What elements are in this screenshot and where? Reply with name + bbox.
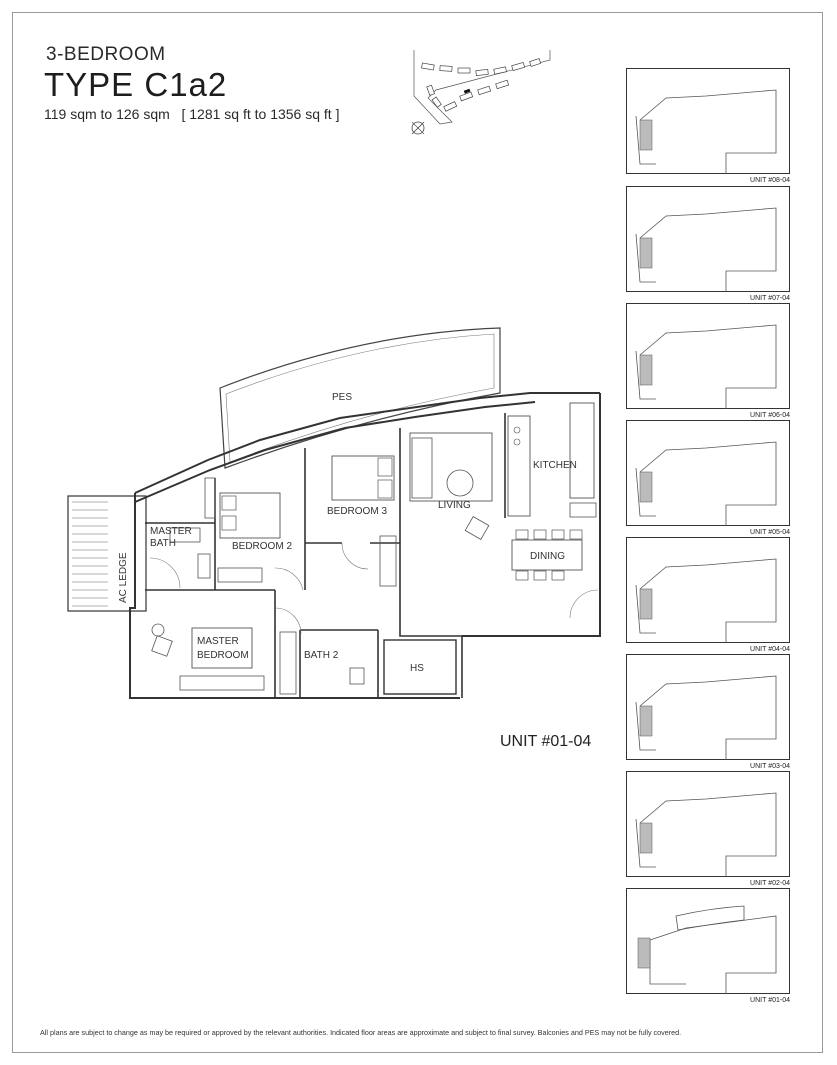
room-label-living: LIVING <box>438 500 471 511</box>
household-shelter <box>383 639 457 695</box>
thumbnail-label: UNIT #04-04 <box>750 646 790 653</box>
thumbnail-label: UNIT #07-04 <box>750 295 790 302</box>
thumbnail-unit-07: UNIT #07-04 <box>626 186 790 302</box>
room-label-master-bedroom-line2: BEDROOM <box>197 650 249 661</box>
unit-area-text: 119 sqm to 126 sqm [ 1281 sq ft to 1356 … <box>44 106 340 122</box>
room-label-dining: DINING <box>530 551 565 562</box>
thumbnail-unit-03: UNIT #03-04 <box>626 654 790 770</box>
room-label-hs: HS <box>410 663 424 674</box>
room-label-master-bath-line1: MASTER <box>150 526 192 537</box>
page-frame <box>12 12 823 1053</box>
thumbnail-label: UNIT #06-04 <box>750 412 790 419</box>
thumbnail-label: UNIT #03-04 <box>750 763 790 770</box>
thumbnail-unit-06: UNIT #06-04 <box>626 303 790 419</box>
ac-ledge-area <box>67 495 147 612</box>
thumbnail-unit-04: UNIT #04-04 <box>626 537 790 653</box>
room-label-kitchen: KITCHEN <box>533 460 577 471</box>
room-label-master-bath-line2: BATH <box>150 538 176 549</box>
bedroom-type-heading: 3-BEDROOM <box>46 44 166 65</box>
room-label-bedroom-3: BEDROOM 3 <box>327 506 387 517</box>
north-arrow-icon <box>411 121 425 135</box>
room-label-master-bedroom-line1: MASTER <box>197 636 239 647</box>
unit-type-title: TYPE C1a2 <box>44 66 228 103</box>
thumbnail-label: UNIT #01-04 <box>750 997 790 1004</box>
room-label-pes: PES <box>332 392 352 403</box>
thumbnail-label: UNIT #08-04 <box>750 177 790 184</box>
floor-plan: PES KITCHEN BEDROOM 3 LIVING MASTER BATH… <box>67 327 601 699</box>
room-label-bedroom-2: BEDROOM 2 <box>232 541 292 552</box>
thumbnail-unit-02: UNIT #02-04 <box>626 771 790 887</box>
key-plan <box>411 50 551 135</box>
thumbnail-label: UNIT #05-04 <box>750 529 790 536</box>
thumbnail-unit-01: UNIT #01-04 <box>626 888 790 1004</box>
disclaimer-text: All plans are subject to change as may b… <box>40 1028 682 1037</box>
room-label-ac-ledge: AC LEDGE <box>118 552 129 603</box>
thumbnail-unit-05: UNIT #05-04 <box>626 420 790 536</box>
thumbnail-unit-08: UNIT #08-04 <box>626 68 790 184</box>
main-unit-label: UNIT #01-04 <box>500 733 592 750</box>
pes-area <box>219 327 501 469</box>
room-label-bath-2: BATH 2 <box>304 650 339 661</box>
thumbnail-label: UNIT #02-04 <box>750 880 790 887</box>
